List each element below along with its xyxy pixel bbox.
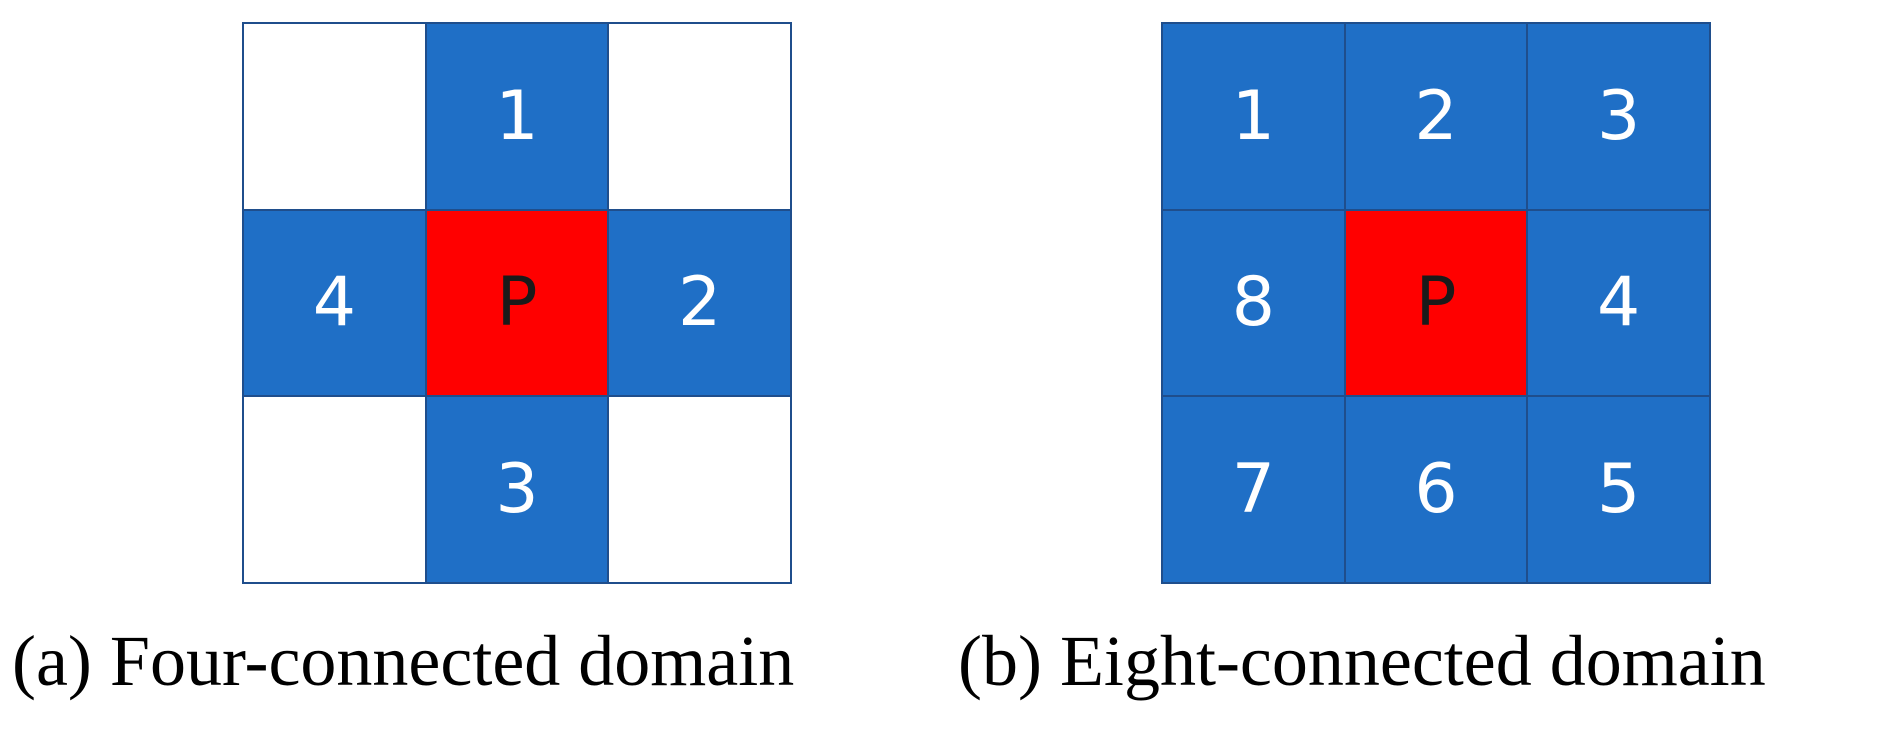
grid-b-cell-bottom: 6 <box>1345 397 1527 582</box>
grid-b-cell-bottom-left: 7 <box>1163 397 1344 582</box>
eight-connected-grid: 1 2 3 8 P 4 7 6 5 <box>1161 22 1711 584</box>
grid-a-cell-top-right <box>609 24 790 209</box>
grid-b-cell-top-right: 3 <box>1528 24 1709 209</box>
grid-a-cell-right: 2 <box>609 210 790 396</box>
grid-a-cell-bottom-right <box>609 397 790 582</box>
grid-a-cell-bottom-left <box>244 397 425 582</box>
grid-a-cell-bottom: 3 <box>426 397 608 582</box>
grid-a-cell-left: 4 <box>244 210 425 396</box>
caption-eight-connected: (b) Eight-connected domain <box>958 621 1766 701</box>
grid-b-cell-bottom-right: 5 <box>1528 397 1709 582</box>
grid-b-cell-top-left: 1 <box>1163 24 1344 209</box>
grid-b-cell-center: P <box>1345 210 1527 396</box>
grid-a-cell-top: 1 <box>426 24 608 209</box>
grid-a-cell-top-left <box>244 24 425 209</box>
grid-a-cell-center: P <box>426 210 608 396</box>
grid-b-cell-top: 2 <box>1345 24 1527 209</box>
caption-four-connected: (a) Four-connected domain <box>12 621 795 701</box>
grid-b-cell-right: 4 <box>1528 210 1709 396</box>
grid-b-cell-left: 8 <box>1163 210 1344 396</box>
four-connected-grid: 1 4 P 2 3 <box>242 22 792 584</box>
